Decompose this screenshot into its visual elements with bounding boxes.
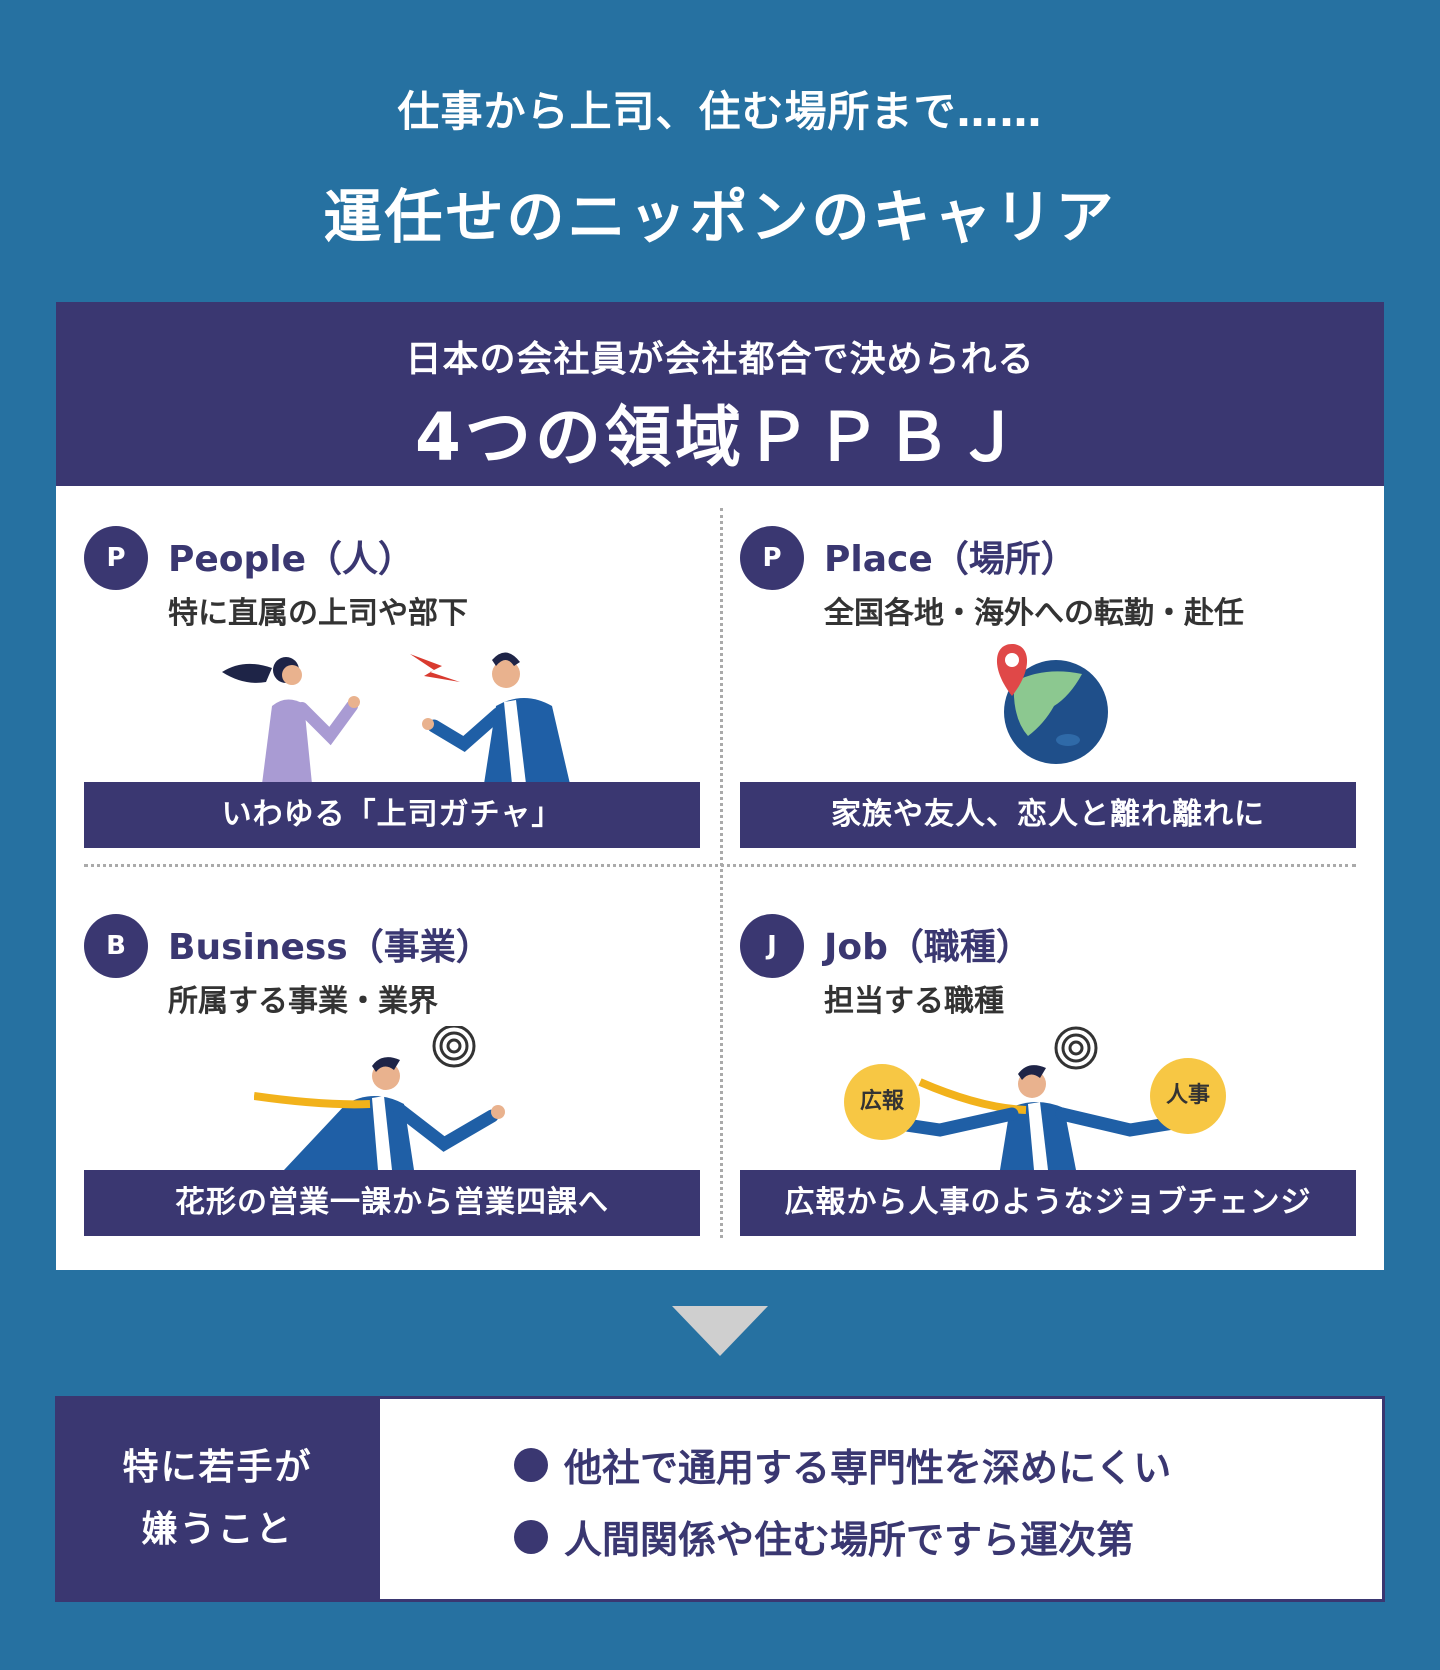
list-item: 人間関係や住む場所ですら運次第 — [514, 1509, 1134, 1564]
coin-koho: 広報 — [844, 1064, 920, 1140]
list-item-text: 人間関係や住む場所ですら運次第 — [564, 1518, 1135, 1562]
badge-p: P — [84, 526, 148, 590]
bottom-label: 特に若手が 嫌うこと — [55, 1396, 380, 1602]
horizontal-divider — [84, 864, 1356, 867]
panel-heading-2: 4つの領域ＰＰＢＪ — [415, 399, 1025, 476]
globe-icon — [996, 644, 1108, 764]
quadrant-banner: いわゆる「上司ガチャ」 — [84, 782, 700, 848]
argument-illustration — [222, 652, 570, 784]
quadrant-banner: 家族や友人、恋人と離れ離れに — [740, 782, 1356, 848]
list-item: 他社で通用する専門性を深めにくい — [514, 1437, 1171, 1492]
quadrant-banner: 花形の営業一課から営業四課へ — [84, 1170, 700, 1236]
vertical-divider — [720, 508, 723, 1238]
panel-header: 日本の会社員が会社都合で決められる 4つの領域ＰＰＢＪ — [56, 302, 1384, 486]
bottom-summary: 特に若手が 嫌うこと 他社で通用する専門性を深めにくい 人間関係や住む場所ですら… — [55, 1396, 1385, 1602]
badge-b: B — [84, 914, 148, 978]
quadrant-title: Job（職種） — [824, 927, 1032, 968]
header-line-1: 仕事から上司、住む場所まで…… — [397, 87, 1043, 136]
header-line-2: 運任せのニッポンのキャリア — [323, 183, 1117, 251]
quadrant-business: B Business（事業） 所属する事業・業界 花形の営業一課から営業四課へ — [84, 902, 700, 1242]
bullet-icon — [514, 1447, 548, 1482]
panel-heading-1: 日本の会社員が会社都合で決められる — [405, 339, 1035, 380]
bottom-label-line-2: 嫌うこと — [141, 1509, 294, 1550]
coin-jinji: 人事 — [1150, 1058, 1226, 1134]
quadrant-banner: 広報から人事のようなジョブチェンジ — [740, 1170, 1356, 1236]
quadrant-title: Place（場所） — [824, 539, 1077, 580]
bottom-label-line-1: 特に若手が — [122, 1447, 313, 1488]
down-arrow-icon — [672, 1306, 768, 1356]
badge-p: P — [740, 526, 804, 590]
quadrant-place: P Place（場所） 全国各地・海外への転勤・赴任 家族や友人、恋人と離れ離れ… — [740, 514, 1356, 854]
quadrant-title: Business（事業） — [168, 927, 492, 968]
list-item-text: 他社で通用する専門性を深めにくい — [564, 1446, 1172, 1490]
badge-j: J — [740, 914, 804, 978]
quadrant-people: P People（人） 特に直属の上司や部下 いわゆる「上司ガチャ」 — [84, 514, 700, 854]
quadrant-job: J Job（職種） 担当する職種 広報 人事 広報から人事のようなジョブチェンジ — [740, 902, 1356, 1242]
bottom-list: 他社で通用する専門性を深めにくい 人間関係や住む場所ですら運次第 — [380, 1399, 1382, 1599]
bullet-icon — [514, 1519, 548, 1554]
quadrant-subtitle: 特に直属の上司や部下 — [168, 596, 468, 631]
quadrant-subtitle: 所属する事業・業界 — [168, 984, 438, 1019]
quadrant-title: People（人） — [168, 539, 415, 580]
quadrant-subtitle: 担当する職種 — [824, 984, 1004, 1019]
ppbj-panel: 日本の会社員が会社都合で決められる 4つの領域ＰＰＢＪ P People（人） … — [56, 302, 1384, 1270]
quadrant-subtitle: 全国各地・海外への転勤・赴任 — [824, 596, 1244, 631]
confused-businessman-illustration — [254, 1026, 505, 1170]
